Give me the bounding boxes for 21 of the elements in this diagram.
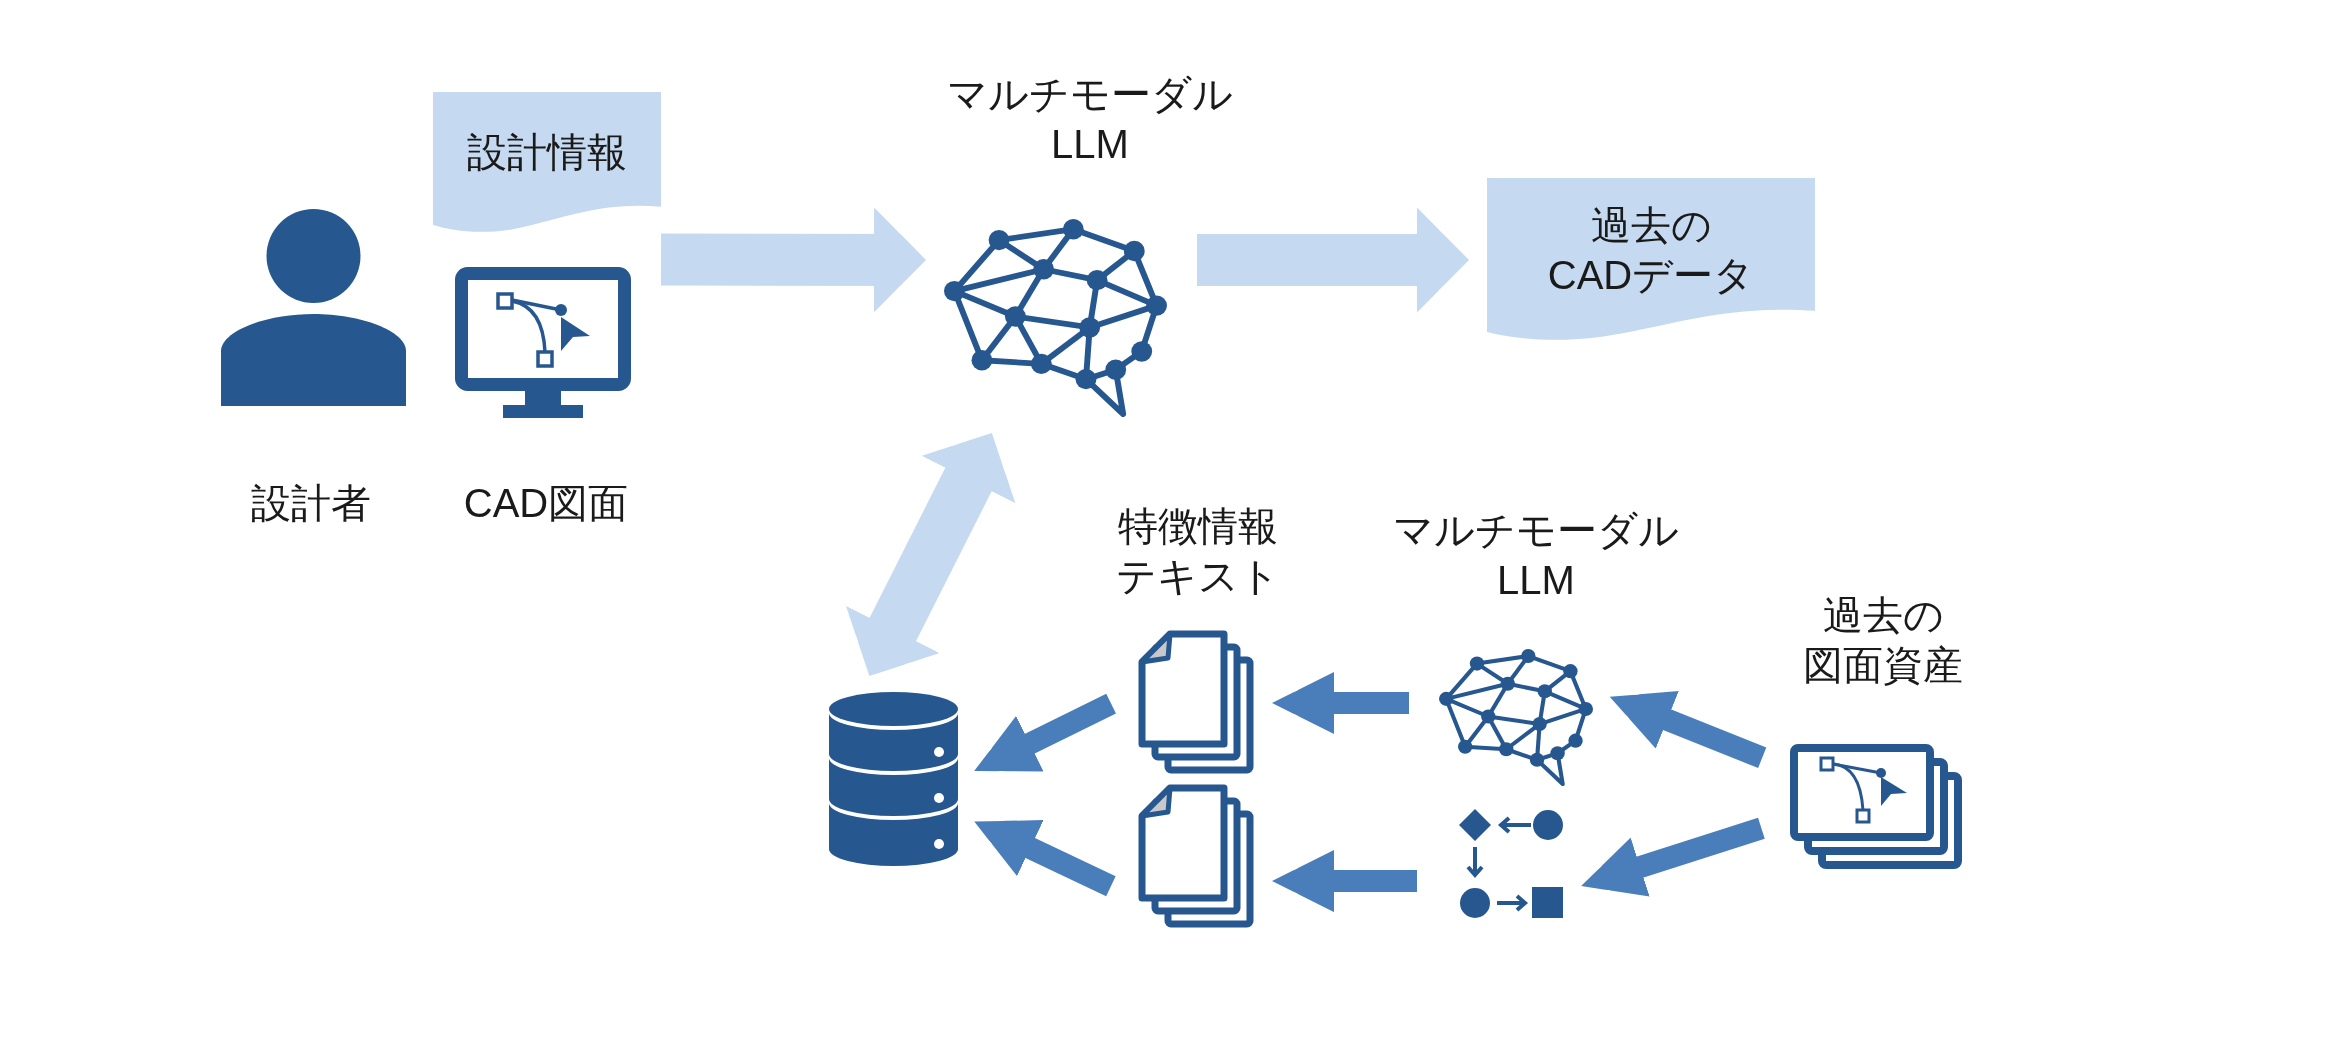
flowchart-icon bbox=[1459, 809, 1564, 919]
document-stack-icon bbox=[1138, 630, 1254, 774]
icon-caption: 設計者 bbox=[250, 480, 372, 527]
icon-caption: マルチモーダル LLM bbox=[1392, 507, 1680, 604]
icon-caption: 特徴情報テキスト bbox=[1115, 503, 1281, 600]
person-icon bbox=[221, 209, 406, 406]
block-arrow bbox=[1272, 672, 1409, 734]
block-arrow bbox=[660, 207, 927, 313]
brain-network-icon bbox=[1439, 649, 1593, 786]
document-stack-icon bbox=[1138, 784, 1254, 928]
database-icon bbox=[829, 692, 958, 866]
stacked-screens-icon bbox=[1790, 744, 1962, 869]
document-text: 過去の CADデータ bbox=[1546, 202, 1756, 299]
icon-caption: 過去の図面資産 bbox=[1802, 592, 1964, 689]
icon-caption: マルチモーダル LLM bbox=[946, 71, 1234, 168]
icon-caption: CAD図面 bbox=[462, 480, 630, 527]
brain-network-icon bbox=[944, 219, 1167, 417]
block-arrow bbox=[1197, 207, 1469, 313]
document-text: 設計情報 bbox=[466, 129, 628, 176]
cad-monitor-icon bbox=[455, 267, 631, 418]
block-arrow bbox=[1272, 850, 1417, 913]
